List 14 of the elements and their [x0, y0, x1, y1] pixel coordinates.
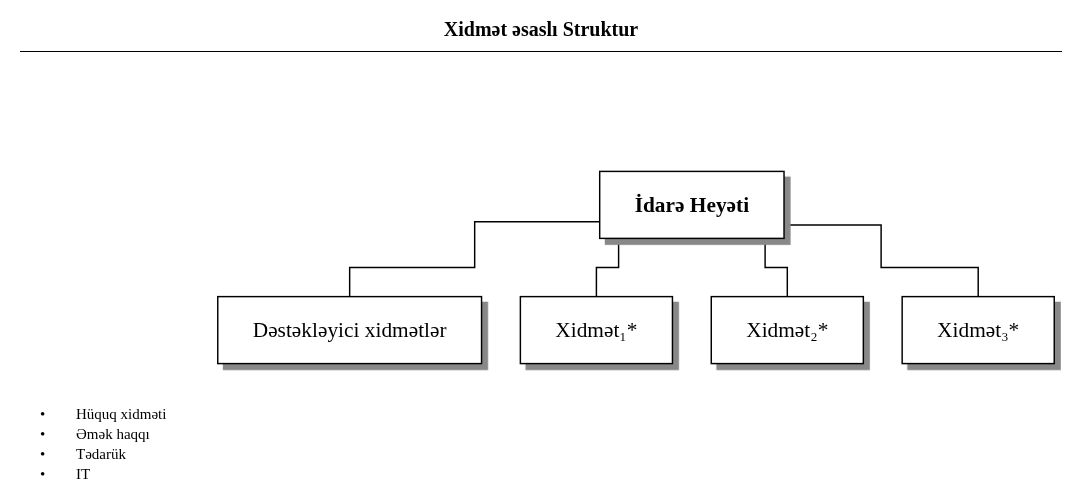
list-item: Tədarük: [76, 446, 126, 463]
node-box: Xidmət₁*: [519, 295, 674, 365]
bullet-mark: •: [40, 446, 46, 463]
node-box: İdarə Heyəti: [598, 170, 785, 240]
node-box: Xidmət₃*: [901, 295, 1055, 365]
bullet-mark: •: [40, 466, 46, 483]
node-box: Xidmət₂*: [710, 295, 865, 365]
list-item: IT: [76, 466, 91, 483]
list-item: Hüquq xidməti: [76, 406, 167, 423]
bullet-mark: •: [40, 406, 46, 423]
list-item: Əmək haqqı: [76, 426, 150, 443]
bullet-mark: •: [40, 426, 46, 443]
diagram-title: Xidmət əsaslı Struktur: [20, 6, 1062, 52]
node-box: Dəstəkləyici xidmətlər: [217, 295, 483, 365]
